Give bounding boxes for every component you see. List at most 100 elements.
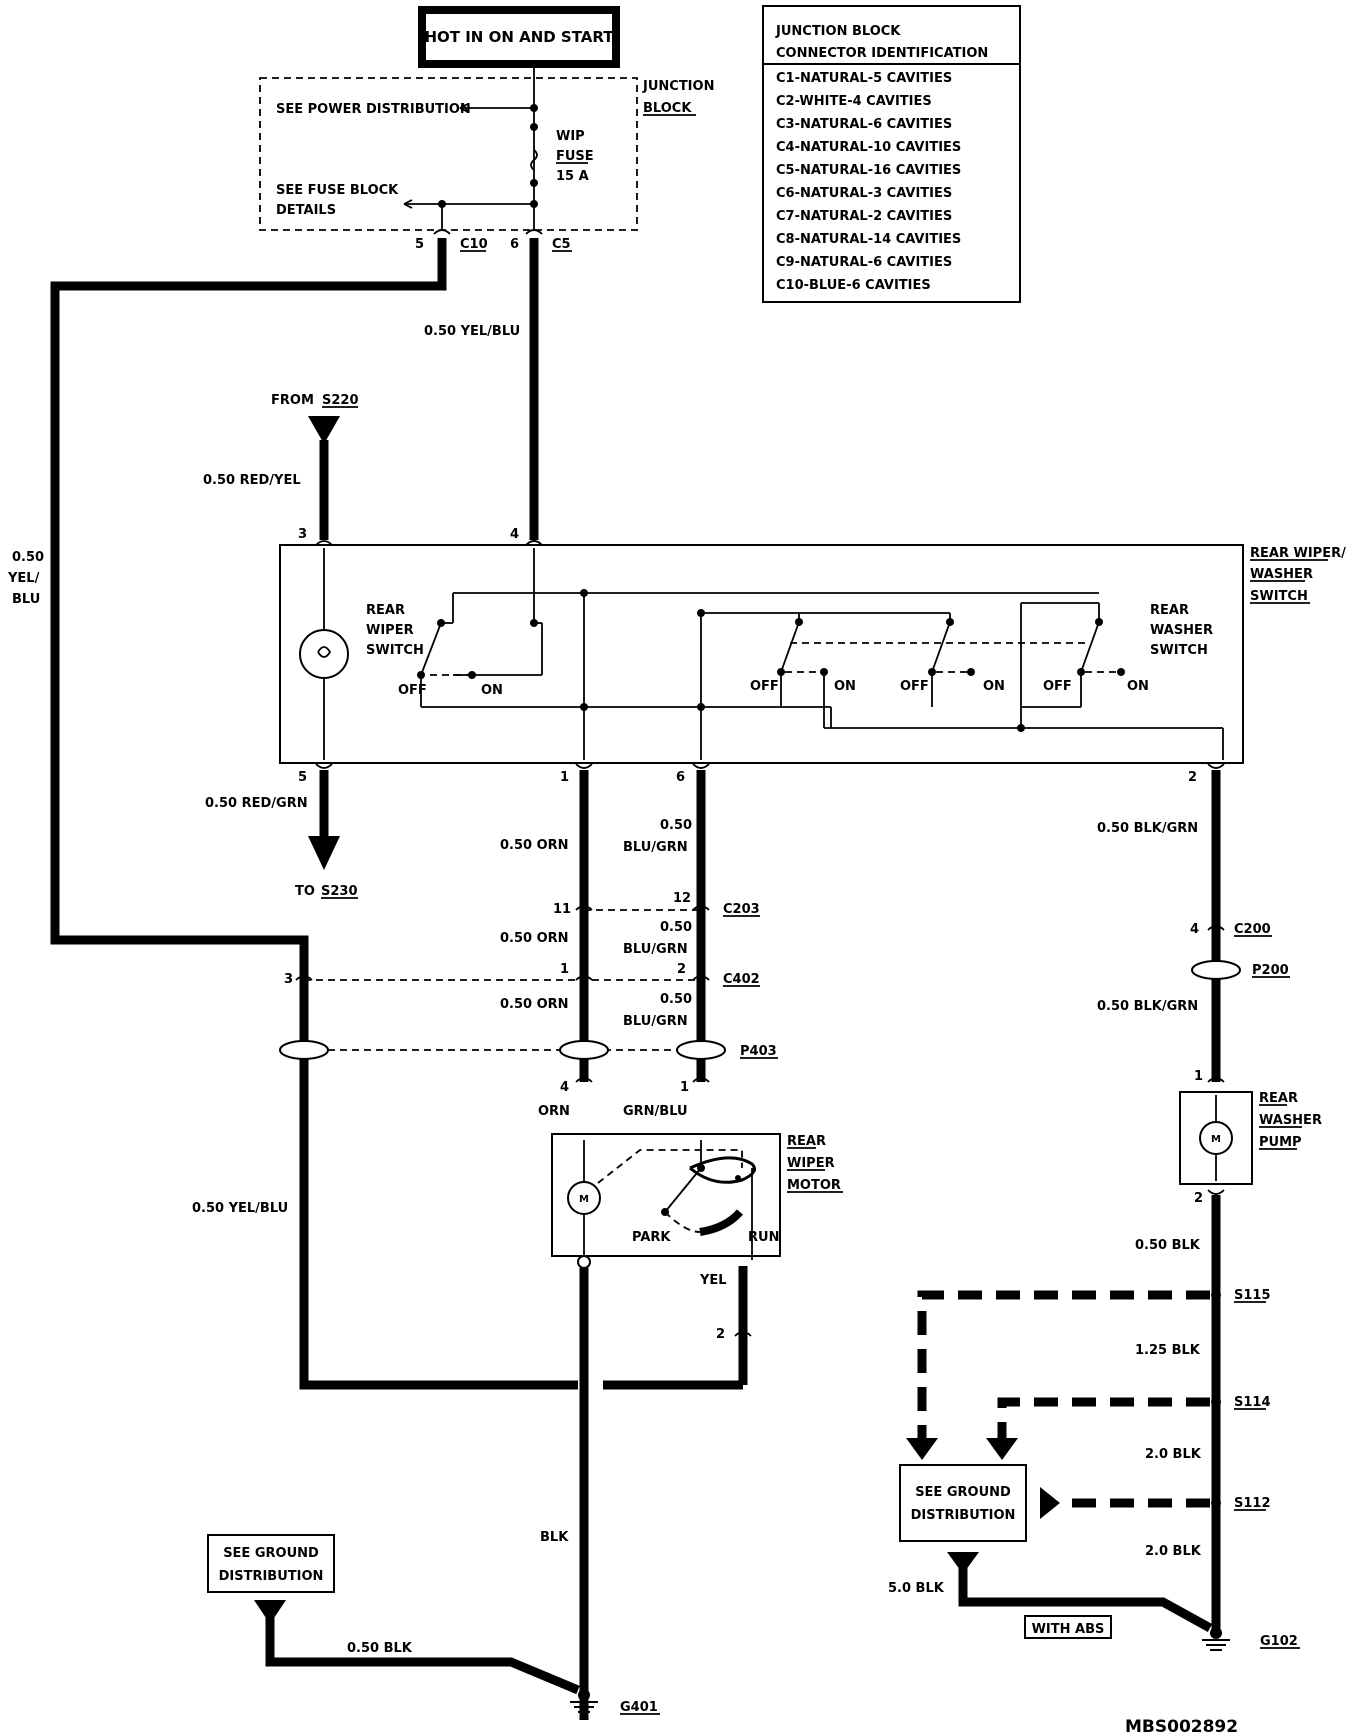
wire-label: 0.50	[660, 992, 692, 1007]
wire-label: GRN/BLU	[623, 1104, 688, 1119]
c203-pin-11: 11	[553, 902, 571, 917]
wire-blk-grn: 0.50 BLK/GRN 4 C200 P200 0.50 BLK/GRN 1	[1097, 770, 1290, 1084]
fuse-label-3: 15 A	[556, 169, 589, 184]
table-row: C2-WHITE-4 CAVITIES	[776, 94, 932, 109]
table-row: C7-NATURAL-2 CAVITIES	[776, 209, 952, 224]
switch-pin-4: 4	[510, 527, 519, 542]
see-ground-left-2: DISTRIBUTION	[219, 1569, 324, 1584]
rear-wiper-motor: REAR WIPER MOTOR M PARK RUN	[551, 1133, 843, 1260]
table-row: C10-BLUE-6 CAVITIES	[776, 278, 931, 293]
wire-yel-blu-outer: 0.50 YEL/ BLU 0.50 YEL/BLU	[7, 238, 578, 1390]
wire-label: 0.50 YEL/BLU	[192, 1201, 288, 1216]
table-row: C6-NATURAL-3 CAVITIES	[776, 186, 952, 201]
pump-m: M	[1211, 1134, 1221, 1145]
power-source-box: HOT IN ON AND START	[418, 6, 620, 68]
wire-label: 0.50 ORN	[500, 997, 569, 1012]
c5-label: C5	[552, 237, 571, 252]
junction-block-label-2: BLOCK	[643, 101, 692, 116]
motor-label-1: REAR	[787, 1134, 826, 1149]
ground-distribution-right: 0.50 BLK S115 1.25 BLK S114 2.0 BLK S112…	[888, 1195, 1300, 1651]
wire-label: BLU/GRN	[623, 1014, 688, 1029]
motor-pin-4: 4	[560, 1080, 569, 1095]
fuse-label-2: FUSE	[556, 149, 594, 164]
wire-label: 2.0 BLK	[1145, 1447, 1202, 1462]
table-row: C8-NATURAL-14 CAVITIES	[776, 232, 961, 247]
pump-label-1: REAR	[1259, 1091, 1298, 1106]
switch-off-label: OFF	[900, 679, 929, 694]
wire-label: 1.25 BLK	[1135, 1343, 1201, 1358]
p200-label: P200	[1252, 963, 1289, 978]
diagram-code: MBS002892	[1125, 1717, 1238, 1736]
motor-pin-1: 1	[680, 1080, 689, 1095]
p403-label: P403	[740, 1044, 777, 1059]
see-fuse-block-1: SEE FUSE BLOCK	[276, 183, 399, 198]
wire-red-grn: 0.50 RED/GRN TO S230	[205, 770, 358, 899]
c10-pin: 5	[415, 237, 424, 252]
switch-off-label: OFF	[398, 683, 427, 698]
connector-c203: 11 12 C203	[553, 891, 760, 917]
park-label: PARK	[632, 1230, 671, 1245]
pump-pin-2: 2	[1194, 1191, 1203, 1206]
switch-label-2: WASHER	[1250, 567, 1313, 582]
run-label: RUN	[748, 1230, 779, 1245]
rear-washer-pump: M REAR WASHER PUMP 2	[1179, 1091, 1322, 1206]
switch-on-label: ON	[983, 679, 1005, 694]
wire-label: BLU/GRN	[623, 942, 688, 957]
rear-wiper-switch-label-3: SWITCH	[366, 643, 424, 658]
wire-label: 5.0 BLK	[888, 1581, 945, 1596]
table-row: C4-NATURAL-10 CAVITIES	[776, 140, 961, 155]
switch-pin-5: 5	[298, 770, 307, 785]
c402-pin-2: 2	[677, 962, 686, 977]
switch-pin-6: 6	[676, 770, 685, 785]
see-fuse-block-2: DETAILS	[276, 203, 336, 218]
switch-label-1: REAR WIPER/	[1250, 546, 1346, 561]
wire-label: 0.50	[660, 920, 692, 935]
c402-label: C402	[723, 972, 760, 987]
from-splice: S220	[322, 393, 359, 408]
wire-label: YEL	[699, 1273, 727, 1288]
switch-pin-1: 1	[560, 770, 569, 785]
wire-label: 0.50 BLK/GRN	[1097, 821, 1198, 836]
switch-pin-3: 3	[298, 527, 307, 542]
see-ground-right-2: DISTRIBUTION	[911, 1508, 1016, 1523]
rear-wiper-washer-switch: REAR WIPER/ WASHER SWITCH 3 4 5 1 6 2	[279, 527, 1346, 785]
pump-pin-1: 1	[1194, 1069, 1203, 1084]
wire-blu-grn: 0.50 BLU/GRN 0.50 BLU/GRN 0.50 BLU/GRN G…	[623, 770, 706, 1119]
wire-label: YEL/	[7, 571, 40, 586]
junction-block: JUNCTION BLOCK WIP FUSE 15 A SEE POWER D…	[259, 64, 714, 252]
s114-label: S114	[1234, 1395, 1271, 1410]
table-title-2: CONNECTOR IDENTIFICATION	[776, 46, 988, 61]
c5-pin: 6	[510, 237, 519, 252]
pump-label-3: PUMP	[1259, 1135, 1302, 1150]
switch-label-3: SWITCH	[1250, 589, 1308, 604]
see-ground-right-1: SEE GROUND	[915, 1485, 1011, 1500]
wire-label: BLK	[540, 1530, 569, 1545]
motor-m: M	[579, 1194, 589, 1205]
switch-on-label: ON	[834, 679, 856, 694]
rear-wiper-switch-label-2: WIPER	[366, 623, 414, 638]
connector-c402: 3 1 2 C402	[284, 962, 760, 987]
wire-label: BLU	[12, 592, 40, 607]
wire-label: 2.0 BLK	[1145, 1544, 1202, 1559]
wire-orn: 0.50 ORN 0.50 ORN 0.50 ORN ORN	[500, 770, 589, 1119]
c200-label: C200	[1234, 922, 1271, 937]
c203-label: C203	[723, 902, 760, 917]
to-label: TO	[295, 884, 315, 899]
g401-label: G401	[620, 1700, 658, 1715]
wire-label: 0.50 ORN	[500, 838, 569, 853]
switch-on-label: ON	[1127, 679, 1149, 694]
connector-identification-table: JUNCTION BLOCK CONNECTOR IDENTIFICATION …	[762, 5, 1021, 303]
see-power-distribution: SEE POWER DISTRIBUTION	[276, 102, 471, 117]
wire-label: 0.50 ORN	[500, 931, 569, 946]
wire-label: 0.50 RED/YEL	[203, 473, 301, 488]
wire-label: ORN	[538, 1104, 570, 1119]
to-splice: S230	[321, 884, 358, 899]
wire-label: 0.50 RED/GRN	[205, 796, 308, 811]
rear-wiper-switch-label-1: REAR	[366, 603, 405, 618]
wire-label: 0.50	[12, 550, 44, 565]
switch-off-label: OFF	[1043, 679, 1072, 694]
rear-washer-switch-label-2: WASHER	[1150, 623, 1213, 638]
switch-off-label: OFF	[750, 679, 779, 694]
pump-label-2: WASHER	[1259, 1113, 1322, 1128]
